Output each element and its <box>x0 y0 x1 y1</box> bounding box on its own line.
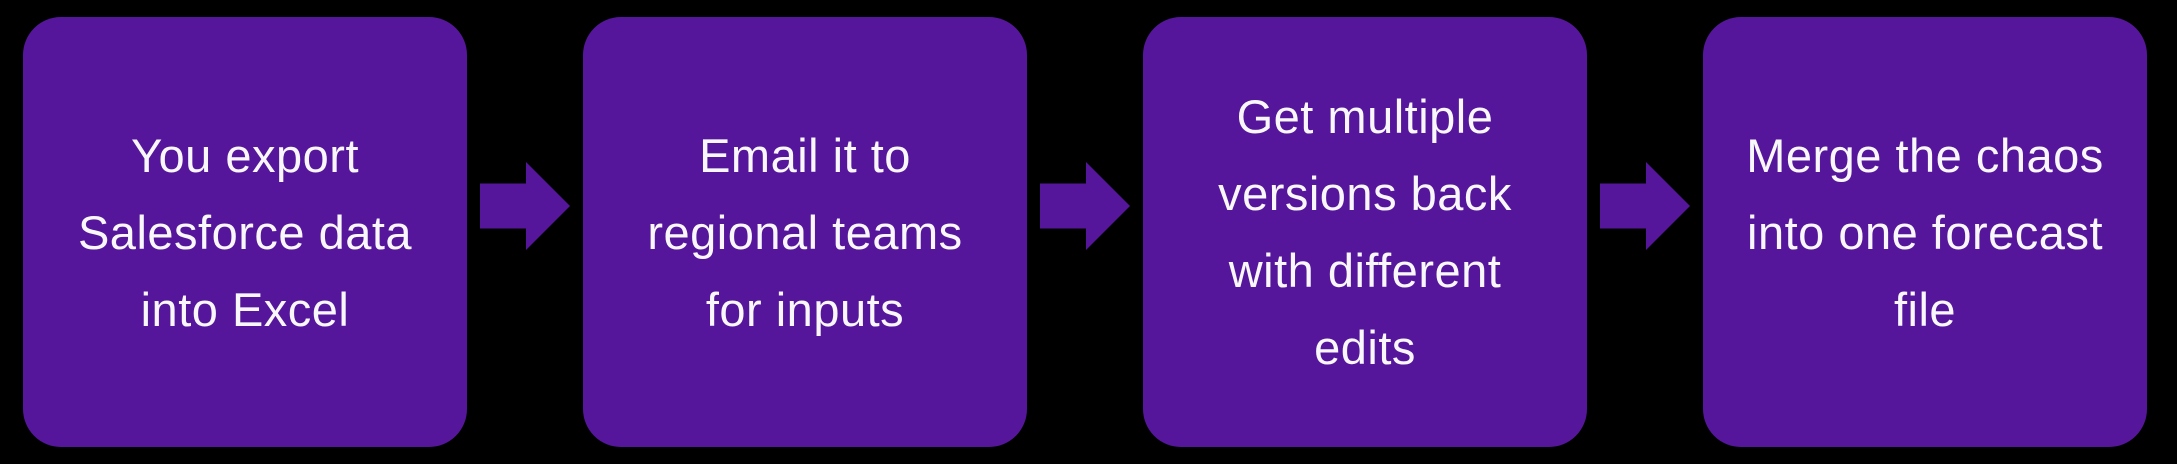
flow-step-4-label: Merge the chaos into one forecast file <box>1746 128 2104 336</box>
arrow-right-icon <box>1040 162 1130 250</box>
connector-2 <box>1027 162 1143 250</box>
connector-3 <box>1587 162 1703 250</box>
flow-step-1: You export Salesforce data into Excel <box>23 17 467 447</box>
flow-step-1-label: You export Salesforce data into Excel <box>77 128 413 336</box>
flow-step-2-label: Email it to regional teams for inputs <box>647 128 963 336</box>
flow-step-2: Email it to regional teams for inputs <box>583 17 1027 447</box>
arrow-right-icon <box>480 162 570 250</box>
flow-step-4: Merge the chaos into one forecast file <box>1703 17 2147 447</box>
arrow-right-icon <box>1600 162 1690 250</box>
flow-step-3: Get multiple versions back with differen… <box>1143 17 1587 447</box>
flow-step-3-label: Get multiple versions back with differen… <box>1218 90 1512 374</box>
connector-1 <box>467 162 583 250</box>
